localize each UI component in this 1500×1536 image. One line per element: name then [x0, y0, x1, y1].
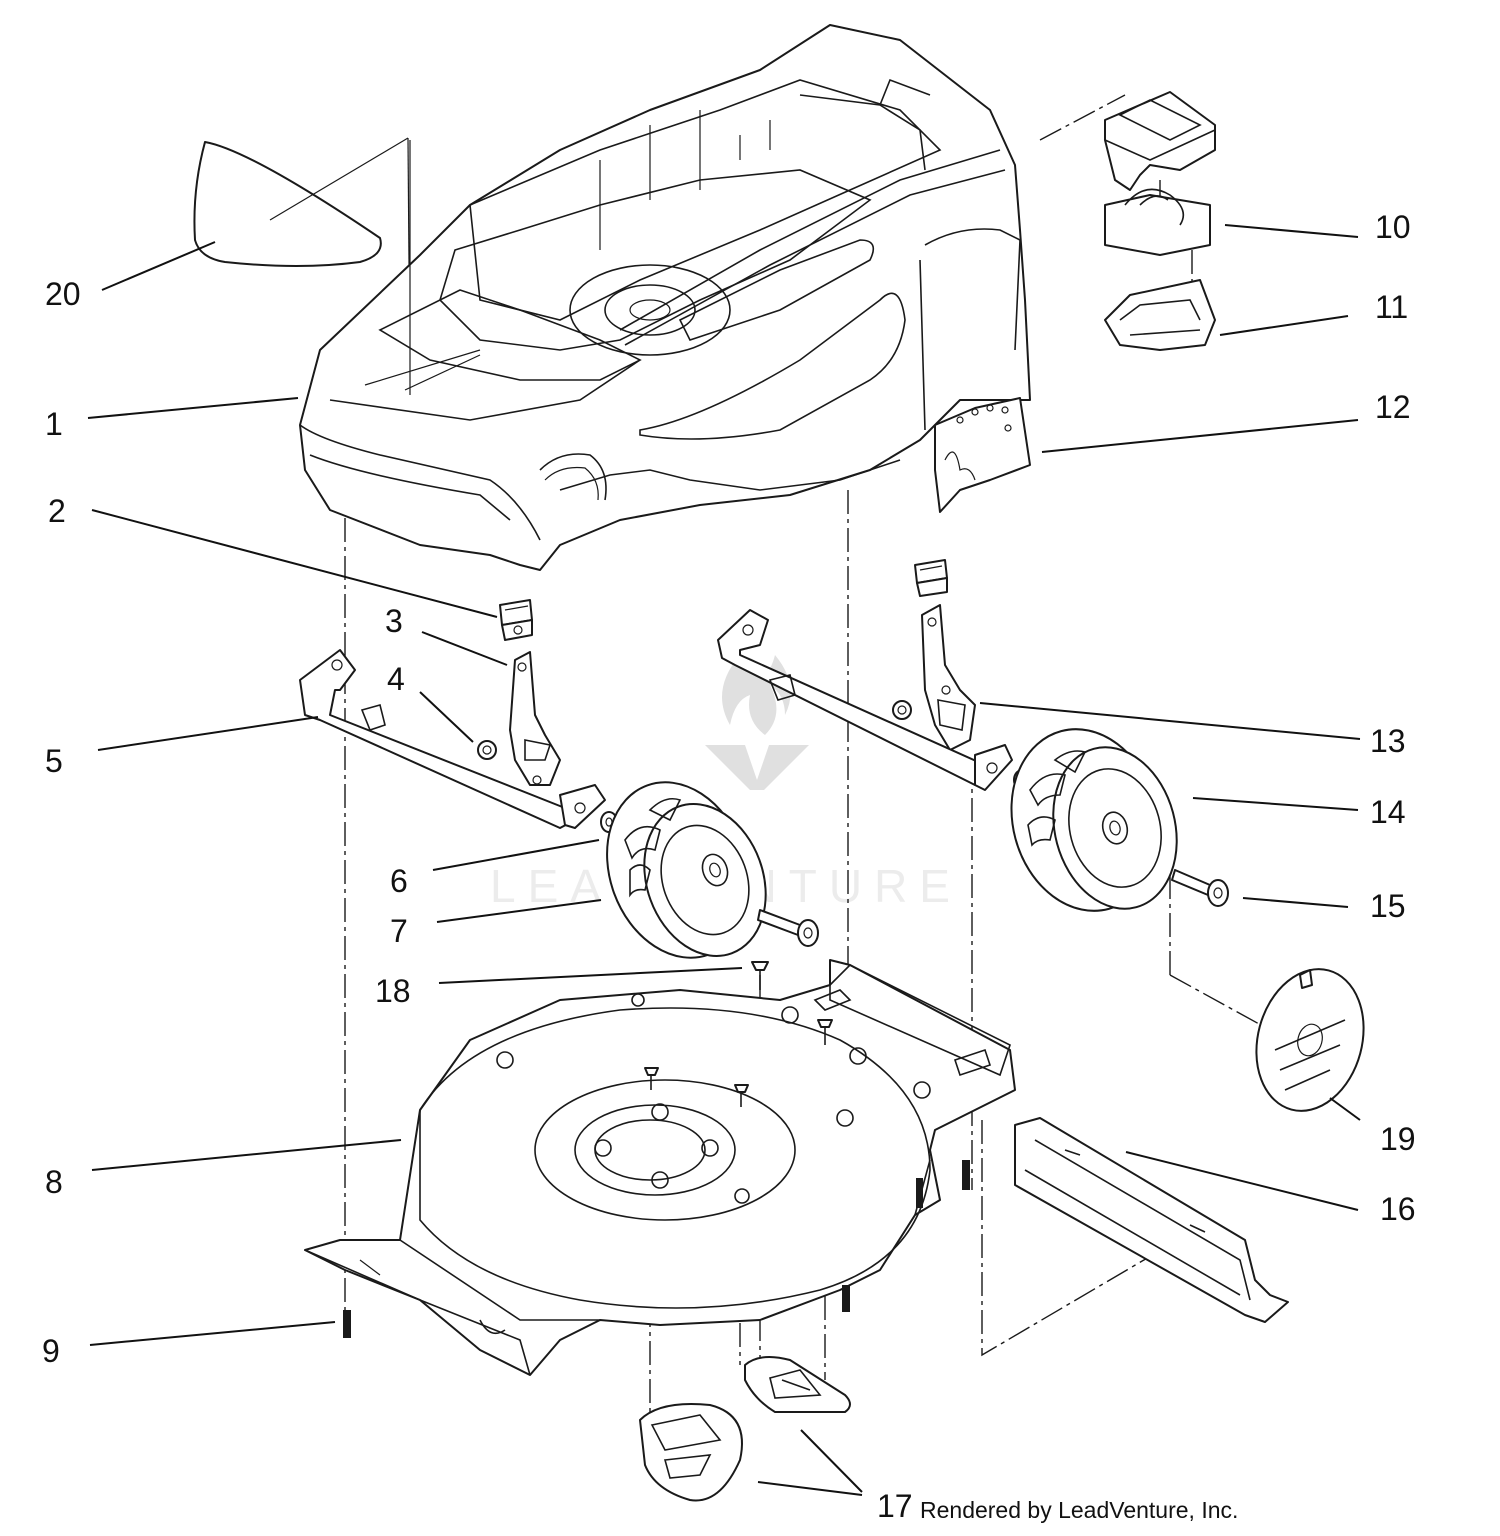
part-10-switch-housing: [1104, 91, 1216, 256]
callout-17: 17: [877, 1488, 913, 1524]
callout-20: 20: [45, 276, 81, 312]
callout-13: 13: [1370, 723, 1406, 759]
callout-5: 5: [45, 743, 63, 779]
part-18-screws: [644, 961, 833, 1107]
part-16-rear-skirt: [1014, 1117, 1289, 1323]
part-8-deck: [304, 959, 1016, 1376]
part-2-clip-right: [914, 559, 948, 597]
part-1-housing: [299, 24, 1031, 571]
callout-12: 12: [1375, 389, 1411, 425]
callout-7: 7: [390, 913, 408, 949]
part-15-wheel-bolt-right: [1171, 869, 1229, 907]
part-5-axle-left: [299, 649, 606, 829]
callout-3: 3: [385, 603, 403, 639]
callout-14: 14: [1370, 794, 1406, 830]
part-17-cap-large: [639, 1403, 743, 1502]
part-11-switch-base: [1104, 279, 1216, 351]
callout-1: 1: [45, 406, 63, 442]
callout-2: 2: [48, 493, 66, 529]
part-14-wheel-right: [1010, 728, 1178, 912]
callout-9: 9: [42, 1333, 60, 1369]
callout-labels: 20 1 2 3 4 5 6 7 8 9 10 11 12 13 14 15 1…: [42, 209, 1416, 1524]
part-13-axle-right: [717, 609, 1013, 791]
part-4-nut-right: [892, 700, 912, 720]
part-19-hub-cap: [1255, 968, 1365, 1112]
callout-18: 18: [375, 973, 411, 1009]
callout-11: 11: [1375, 289, 1408, 325]
part-13-bracket-right: [921, 604, 976, 751]
callout-8: 8: [45, 1164, 63, 1200]
render-credit: Rendered by LeadVenture, Inc.: [920, 1497, 1238, 1523]
part-7-wheel-left: [606, 781, 767, 959]
part-12-plate: [934, 397, 1031, 513]
callout-10: 10: [1375, 209, 1411, 245]
part-2-clip-left: [499, 599, 533, 641]
callout-4: 4: [387, 661, 405, 697]
part-17-cap-small: [744, 1355, 851, 1413]
callout-16: 16: [1380, 1191, 1416, 1227]
part-4-nut-left: [477, 740, 497, 760]
callout-15: 15: [1370, 888, 1406, 924]
part-3-bracket-left: [509, 651, 561, 786]
part-7-wheel-bolt-left: [757, 909, 819, 947]
part-9-screws: [343, 1160, 970, 1338]
callout-19: 19: [1380, 1121, 1416, 1157]
leader-lines: [87, 224, 1361, 1496]
callout-6: 6: [390, 863, 408, 899]
